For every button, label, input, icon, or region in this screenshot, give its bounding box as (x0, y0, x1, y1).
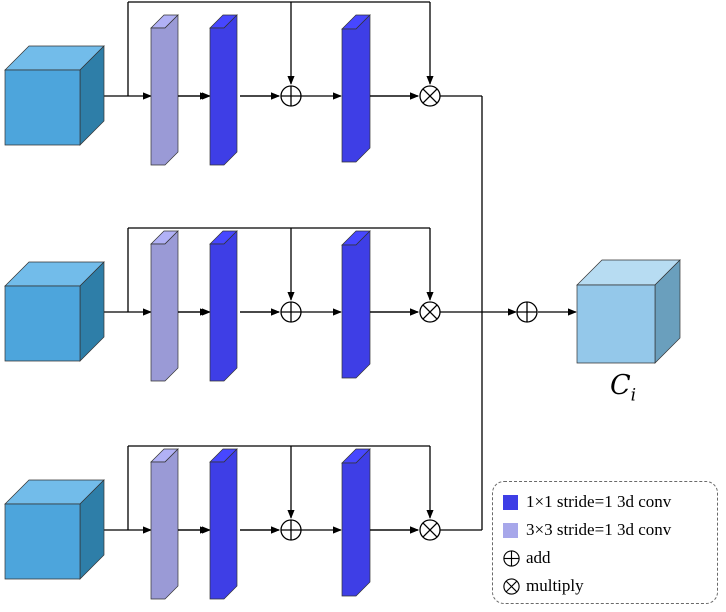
legend-swatch-3x3-conv (503, 522, 518, 538)
branch-1 (4, 1, 482, 166)
conv-1x1-slab (341, 448, 371, 597)
legend-item-1x1-conv: 1×1 stride=1 3d conv (503, 490, 671, 514)
add-operator (280, 301, 302, 323)
branch-3 (4, 445, 482, 600)
legend-swatch-1x1-conv (503, 494, 518, 510)
cube-front-face (4, 503, 81, 580)
conv-1x1-slab (209, 230, 238, 382)
conv-1x1-slab (341, 14, 371, 163)
conv-1x1-slab (209, 448, 238, 600)
add-operator (280, 519, 302, 541)
conv-3x3-slab (150, 230, 179, 382)
conv-3x3-slab (150, 14, 179, 166)
legend-label-multiply: multiply (526, 576, 584, 595)
branch-2 (4, 227, 482, 382)
slab-face (341, 230, 371, 379)
add-operator (280, 85, 302, 107)
slab-face (341, 14, 371, 163)
multiply-operator (419, 519, 441, 541)
legend-label-add: add (526, 548, 551, 567)
multiply-operator (419, 85, 441, 107)
legend-item-3x3-conv: 3×3 stride=1 3d conv (503, 518, 671, 542)
slab-face (209, 448, 238, 600)
slab-face (150, 448, 179, 600)
legend-label-1x1-conv: 1×1 stride=1 3d conv (526, 492, 672, 511)
legend-item-multiply: multiply (503, 574, 584, 598)
slab-face (341, 448, 371, 597)
slab-face (150, 230, 179, 382)
slab-face (209, 14, 238, 166)
conv-1x1-slab (209, 14, 238, 166)
output-cube (576, 259, 681, 364)
op-stroke (422, 304, 438, 320)
cube-front-face (576, 284, 656, 364)
input-cube (4, 45, 105, 146)
multiply-operator (419, 301, 441, 323)
conv-1x1-slab (341, 230, 371, 379)
legend-item-add: add (503, 546, 551, 570)
input-cube (4, 479, 105, 580)
multiply-icon (503, 577, 520, 595)
cube-front-face (4, 285, 81, 362)
cube-front-face (4, 69, 81, 146)
slab-face (209, 230, 238, 382)
input-cube (4, 261, 105, 362)
legend-label-3x3-conv: 3×3 stride=1 3d conv (526, 520, 672, 539)
op-stroke (422, 88, 438, 104)
slab-face (150, 14, 179, 166)
conv-3x3-slab (150, 448, 179, 600)
final-add-operator (516, 301, 538, 323)
legend: 1×1 stride=1 3d conv 3×3 stride=1 3d con… (492, 481, 718, 604)
output-label: Ci (610, 370, 637, 406)
op-stroke (422, 522, 438, 538)
add-icon (503, 549, 520, 567)
